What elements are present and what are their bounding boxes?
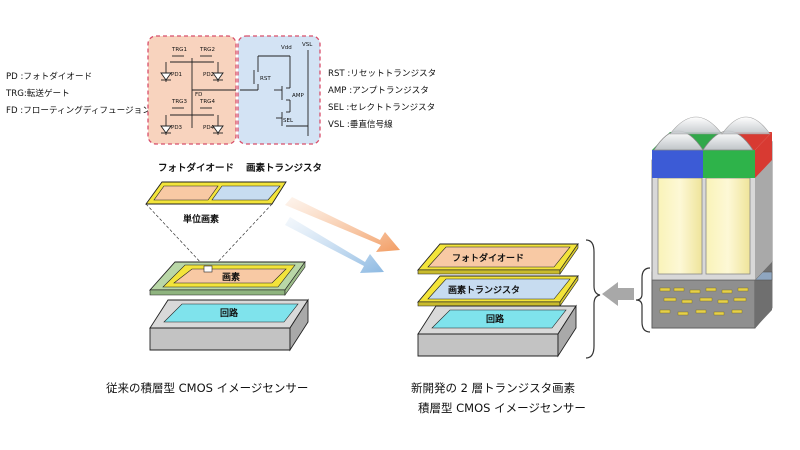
right-transistor-layer — [417, 275, 579, 307]
pd2-diode-icon — [212, 62, 224, 82]
trg2-label: TRG2 — [199, 47, 215, 53]
left-circuit-label: 回路 — [220, 307, 239, 319]
right-stack-brace — [585, 239, 601, 359]
legend-left: PD :フォトダイオード TRG:転送ゲート FD :フローティングディフュージ… — [5, 70, 151, 116]
pd1-diode-icon — [160, 62, 172, 82]
sel-label: SEL — [283, 118, 294, 124]
trg3-label: TRG3 — [171, 99, 187, 105]
legend-right: RST :リセットトランジスタ AMP :アンプトランジスタ SEL :セレクト… — [328, 68, 436, 130]
left-caption: 従来の積層型 CMOS イメージセンサー — [106, 381, 308, 395]
right-transistor-label: 画素トランジスタ — [448, 284, 520, 296]
left-circuit-layer — [149, 298, 309, 352]
pd1-label: PD1 — [171, 72, 182, 78]
orange-arrow — [285, 197, 400, 252]
legend-sel: SEL :セレクトトランジスタ — [328, 102, 435, 113]
unit-pixel-label: 単位画素 — [183, 213, 219, 225]
right-caption-line2: 積層型 CMOS イメージセンサー — [418, 401, 586, 415]
projection-lines — [145, 203, 273, 267]
pixel-3d-model — [651, 116, 773, 329]
legend-vsl: VSL :垂直信号線 — [328, 118, 393, 130]
pd4-label: PD4 — [203, 125, 215, 131]
tr-circuit-block: Vdd VSL RST AMP SEL — [237, 35, 321, 145]
right-photodiode-layer — [417, 243, 579, 275]
trg4-label: TRG4 — [199, 99, 215, 105]
transition-arrows — [285, 197, 400, 273]
trg1-label: TRG1 — [171, 47, 187, 53]
pd4-diode-icon — [212, 115, 224, 135]
amp-label: AMP — [292, 93, 305, 99]
gray-left-arrow — [602, 282, 634, 306]
pd3-label: PD3 — [171, 125, 183, 131]
right-circuit-layer — [417, 304, 577, 358]
left-pixel-layer — [148, 261, 306, 296]
blue-arrow — [285, 217, 384, 273]
rst-label: RST — [260, 76, 271, 82]
vsl-label: VSL — [302, 42, 313, 48]
photodiode-heading: フォトダイオード — [158, 162, 234, 174]
legend-fd: FD :フローティングディフュージョン — [6, 104, 151, 116]
legend-trg: TRG:転送ゲート — [5, 87, 70, 99]
legend-pd: PD :フォトダイオード — [6, 70, 92, 82]
legend-rst: RST :リセットトランジスタ — [328, 68, 436, 79]
right-photodiode-label: フォトダイオード — [452, 252, 524, 264]
pd2-label: PD2 — [203, 72, 214, 78]
vdd-label: Vdd — [281, 45, 292, 51]
right-circuit-label: 回路 — [486, 313, 505, 325]
pd-circuit-block: TRG1 TRG2 PD1 PD2 FD TRG3 TRG4 PD3 PD4 — [147, 35, 237, 145]
unit-pixel-plate — [145, 181, 287, 205]
right-caption-line1: 新開発の 2 層トランジスタ画素 — [411, 381, 575, 395]
legend-amp: AMP :アンプトランジスタ — [328, 85, 429, 96]
pixel-transistor-heading: 画素トランジスタ — [246, 162, 322, 174]
pixel-model-brace — [635, 267, 651, 333]
pixel-label: 画素 — [222, 271, 240, 283]
pd3-diode-icon — [160, 115, 172, 135]
fd-label: FD — [195, 92, 202, 98]
